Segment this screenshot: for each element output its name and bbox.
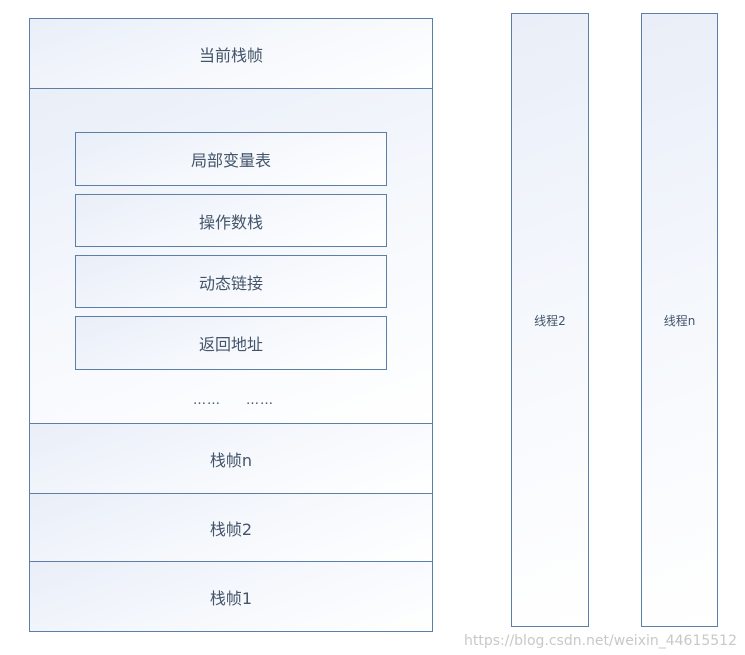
- watermark-text: https://blog.csdn.net/weixin_44615512: [463, 633, 737, 649]
- current-frame-header: 当前栈帧: [29, 18, 433, 89]
- return-address: 返回地址: [75, 316, 387, 370]
- ellipsis-right: ……: [246, 393, 274, 408]
- frame-2-label: 栈帧2: [209, 519, 253, 539]
- ellipsis-left: ……: [193, 393, 221, 408]
- frame-2: 栈帧2: [29, 493, 433, 562]
- thread-n-column: 线程n: [641, 13, 718, 627]
- local-variable-table-label: 局部变量表: [190, 151, 271, 170]
- return-address-label: 返回地址: [198, 335, 263, 354]
- current-frame-label: 当前栈帧: [198, 45, 263, 65]
- operand-stack: 操作数栈: [75, 194, 387, 247]
- operand-stack-label: 操作数栈: [198, 212, 263, 232]
- thread-n-label: 线程n: [663, 313, 696, 328]
- thread-2-column: 线程2: [511, 13, 589, 627]
- local-variable-table: 局部变量表: [75, 132, 387, 186]
- dynamic-linking: 动态链接: [75, 255, 387, 308]
- frame-1-label: 栈帧1: [209, 588, 253, 608]
- frame-n-label: 栈帧n: [209, 450, 253, 470]
- frame-n: 栈帧n: [29, 423, 433, 494]
- thread-2-label: 线程2: [534, 313, 566, 328]
- frame-1: 栈帧1: [29, 561, 433, 632]
- dynamic-linking-label: 动态链接: [198, 273, 263, 293]
